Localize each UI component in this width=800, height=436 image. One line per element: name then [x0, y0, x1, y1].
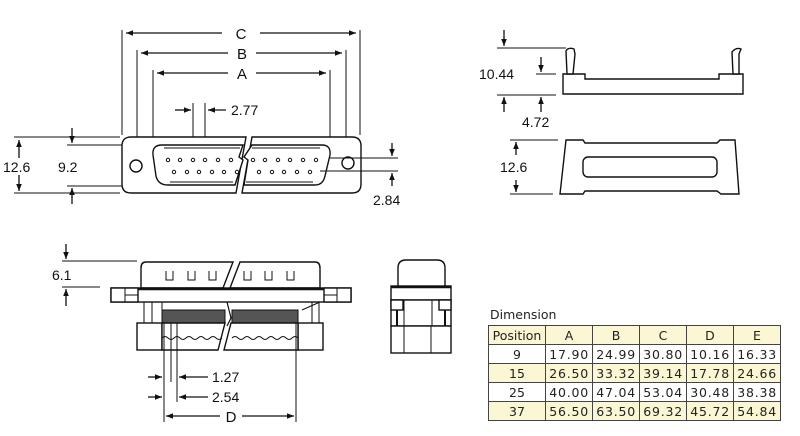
- value-cell: 24.66: [733, 363, 781, 383]
- cover-width-value: 12.6: [500, 159, 527, 175]
- label-b: B: [237, 46, 247, 63]
- overall-height-value: 12.6: [3, 159, 30, 175]
- side-view: 6.1 1.27 2.54 D: [52, 244, 352, 426]
- value-cell: 33.32: [592, 363, 640, 383]
- position-cell: 15: [488, 363, 546, 383]
- cover-side-view: 10.44 4.72: [479, 30, 744, 130]
- label-a: A: [237, 66, 247, 83]
- value-cell: 40.00: [545, 382, 593, 402]
- value-cell: 38.38: [733, 382, 781, 402]
- cover-base-value: 4.72: [522, 114, 549, 130]
- header-cell: B: [592, 325, 640, 345]
- pin-contacts: [165, 157, 319, 175]
- pin-pitch-value: 2.77: [231, 102, 258, 118]
- header-cell: A: [545, 325, 593, 345]
- table-row: 9 17.90 24.99 30.80 10.16 16.33: [488, 344, 781, 364]
- position-cell: 25: [488, 382, 546, 402]
- value-cell: 39.14: [639, 363, 687, 383]
- table-row: 15 26.50 33.32 39.14 17.78 24.66: [488, 363, 781, 383]
- front-view: C B A 2.77: [3, 26, 400, 208]
- value-cell: 24.99: [592, 344, 640, 364]
- table-title: Dimension: [490, 307, 557, 322]
- value-cell: 47.04: [592, 382, 640, 402]
- dimension-a: A: [152, 66, 331, 146]
- header-cell: E: [733, 325, 781, 345]
- position-cell: 37: [488, 401, 546, 421]
- table-row: 25 40.00 47.04 53.04 30.48 38.38: [488, 382, 781, 402]
- value-cell: 17.78: [686, 363, 734, 383]
- mount-hole-left: [129, 159, 143, 173]
- value-cell: 69.32: [639, 401, 687, 421]
- header-cell: Position: [488, 325, 546, 345]
- pitch-half-value: 1.27: [212, 369, 239, 385]
- label-c: C: [236, 26, 247, 43]
- value-cell: 16.33: [733, 344, 781, 364]
- end-view: [390, 259, 452, 354]
- table-row: 37 56.50 63.50 69.32 45.72 54.84: [488, 401, 781, 421]
- header-cell: D: [686, 325, 734, 345]
- dimension-hole-offset: 2.84: [320, 143, 400, 208]
- value-cell: 53.04: [639, 382, 687, 402]
- cover-height-value: 10.44: [479, 66, 514, 82]
- value-cell: 56.50: [545, 401, 593, 421]
- value-cell: 54.84: [733, 401, 781, 421]
- mount-hole-right: [341, 156, 355, 170]
- side-shell-height-value: 6.1: [52, 267, 72, 283]
- header-cell: C: [639, 325, 687, 345]
- dimension-grid: Position A B C D E 9 17.90 24.99 30.80 1…: [488, 325, 781, 421]
- comb-teeth-left: [161, 309, 226, 324]
- value-cell: 30.80: [639, 344, 687, 364]
- table-header-row: Position A B C D E: [488, 325, 781, 345]
- dimension-c: C: [121, 26, 361, 135]
- comb-teeth-right: [231, 309, 299, 324]
- label-d: D: [226, 409, 237, 426]
- cover-top-view: 12.6: [500, 139, 740, 195]
- value-cell: 10.16: [686, 344, 734, 364]
- pitch-full-value: 2.54: [212, 389, 239, 405]
- value-cell: 30.48: [686, 382, 734, 402]
- hole-offset-value: 2.84: [373, 192, 400, 208]
- value-cell: 17.90: [545, 344, 593, 364]
- dimension-table: Dimension Position A B C D E 9 17.90 24.…: [488, 307, 781, 421]
- value-cell: 45.72: [686, 401, 734, 421]
- position-cell: 9: [488, 344, 546, 364]
- value-cell: 63.50: [592, 401, 640, 421]
- value-cell: 26.50: [545, 363, 593, 383]
- shell-height-value: 9.2: [58, 159, 78, 175]
- connector-shell: [152, 144, 244, 186]
